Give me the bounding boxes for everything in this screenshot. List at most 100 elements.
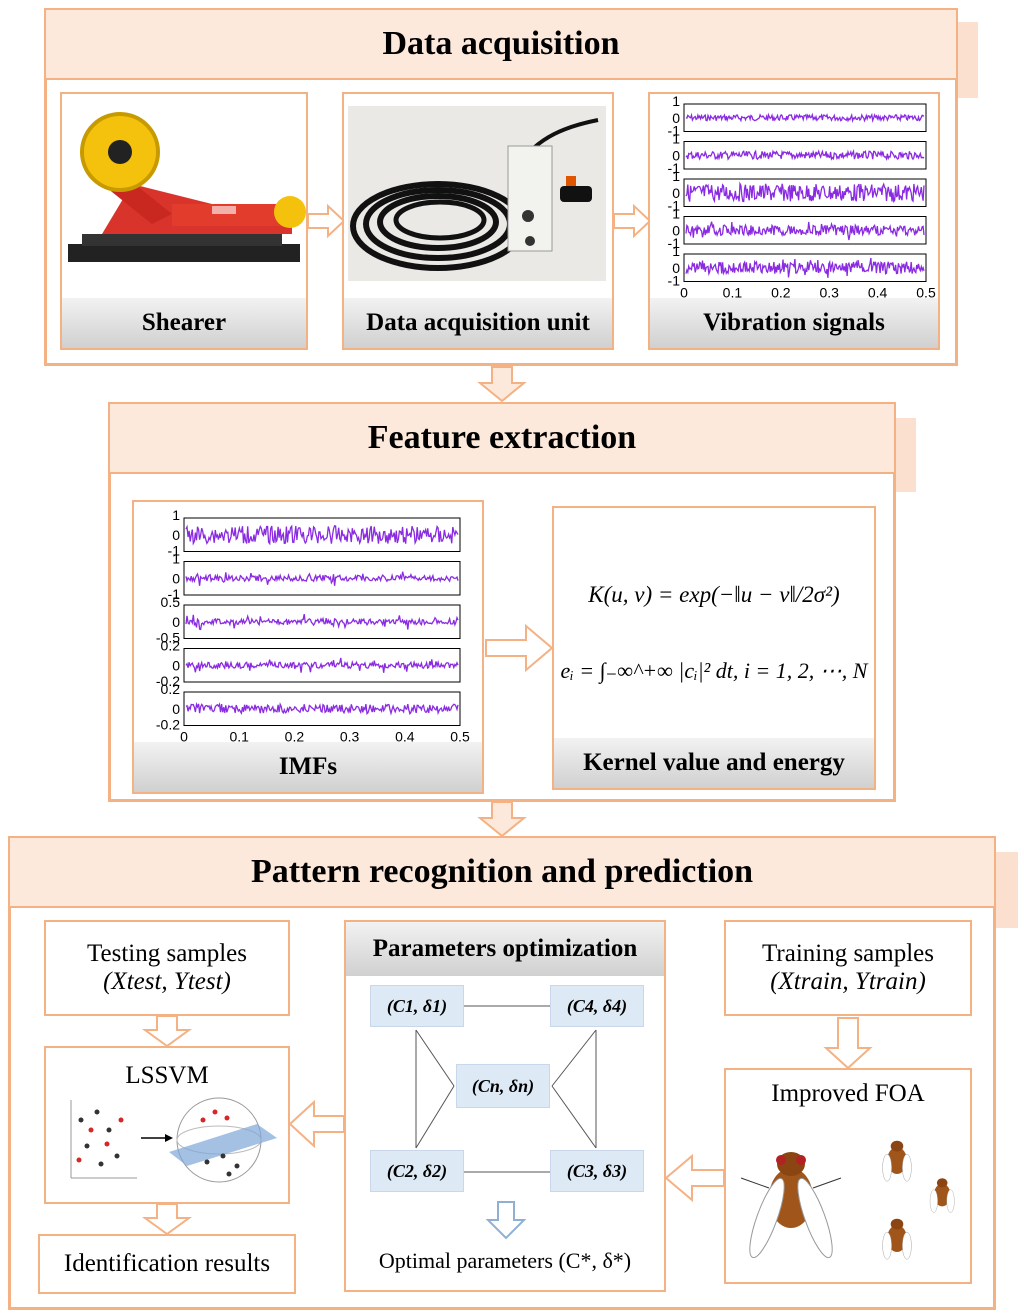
- x-tick-label: 0.2: [771, 285, 791, 301]
- vibration-caption: Vibration signals: [650, 298, 938, 348]
- x-tick-label: 0.5: [450, 729, 470, 745]
- kernel-caption: Kernel value and energy: [554, 738, 874, 788]
- fly-icon: [882, 1218, 912, 1260]
- x-tick-label: 0.1: [229, 729, 249, 745]
- signal-axes-frame: [183, 648, 461, 683]
- training-samples-vars: (Xtrain, Ytrain): [770, 968, 926, 995]
- signal-trace: [685, 221, 925, 241]
- param-node-c1: (C1, δ1): [370, 985, 464, 1027]
- y-tick-label: 0.2: [161, 638, 181, 654]
- arrow-down-icon: [141, 1015, 193, 1048]
- y-tick-label: -1: [668, 123, 681, 139]
- y-tick-label: 0: [172, 527, 180, 543]
- signal-trace: [185, 701, 459, 716]
- signal-trace: [685, 148, 925, 161]
- daq-unit-panel: Data acquisition unit: [342, 92, 614, 350]
- arrow-right-icon: [307, 203, 346, 239]
- training-samples-label: Training samples: [762, 940, 934, 967]
- signal-axes-frame: [683, 253, 927, 282]
- arrow-down-icon: [477, 366, 527, 403]
- x-tick-label: 0.1: [723, 285, 743, 301]
- signal-trace: [185, 613, 459, 631]
- param-node-c2: (C2, δ2): [370, 1150, 464, 1192]
- x-tick-label: 0: [180, 729, 188, 745]
- signal-trace: [685, 257, 925, 278]
- y-tick-label: 0: [172, 701, 180, 717]
- imfs-caption: IMFs: [134, 742, 482, 792]
- param-node-c3: (C3, δ3): [550, 1150, 644, 1192]
- daq-unit-image: [348, 106, 606, 281]
- signal-trace: [185, 524, 459, 546]
- y-tick-label: 1: [672, 93, 680, 109]
- identification-results-box: Identification results: [38, 1234, 296, 1294]
- lssvm-box: LSSVM: [44, 1046, 290, 1204]
- shearer-caption: Shearer: [62, 298, 306, 348]
- kernel-panel: K(u, v) = exp(−‖u − v‖/2σ²) eᵢ = ∫₋∞^+∞ …: [552, 506, 876, 790]
- signal-axes-frame: [183, 561, 461, 596]
- kernel-formula: K(u, v) = exp(−‖u − v‖/2σ²): [588, 582, 840, 607]
- x-tick-label: 0.4: [868, 285, 888, 301]
- signal-trace: [685, 181, 925, 204]
- y-tick-label: 0: [172, 570, 180, 586]
- signal-axes-frame: [683, 141, 927, 170]
- signal-axes-frame: [683, 103, 927, 132]
- data-acquisition-title-text: Data acquisition: [382, 25, 620, 62]
- pattern-recognition-title: Pattern recognition and prediction: [8, 836, 996, 908]
- y-tick-label: 0.2: [161, 681, 181, 697]
- x-tick-label: 0.2: [285, 729, 305, 745]
- param-node-c4: (C4, δ4): [550, 985, 644, 1027]
- y-tick-label: -0.5: [156, 630, 180, 646]
- y-tick-label: -1: [668, 160, 681, 176]
- signal-trace: [185, 571, 459, 586]
- arrow-left-icon: [288, 1099, 345, 1149]
- arrow-right-icon: [485, 623, 554, 673]
- y-tick-label: -1: [668, 273, 681, 289]
- y-tick-label: 1: [672, 168, 680, 184]
- x-tick-label: 0.3: [340, 729, 360, 745]
- identification-results-label: Identification results: [63, 1250, 271, 1277]
- testing-samples-vars: (Xtest, Ytest): [103, 968, 231, 995]
- y-tick-label: -1: [668, 198, 681, 214]
- improved-foa-label: Improved FOA: [771, 1080, 925, 1107]
- y-tick-label: 1: [172, 507, 180, 523]
- fly-icon: [740, 1152, 842, 1259]
- lssvm-label: LSSVM: [125, 1062, 209, 1089]
- signal-trace: [185, 657, 459, 673]
- shearer-image: [68, 112, 306, 262]
- y-tick-label: 0: [672, 185, 680, 201]
- feature-extraction-title-text: Feature extraction: [367, 419, 637, 456]
- x-tick-label: 0: [680, 285, 688, 301]
- fly-icon: [882, 1140, 912, 1182]
- parameters-optimization-title: Parameters optimization: [346, 922, 664, 976]
- signal-axes-frame: [683, 178, 927, 207]
- y-tick-label: 0: [672, 110, 680, 126]
- signal-axes-frame: [683, 216, 927, 245]
- parameter-graph-edges: [415, 1005, 597, 1173]
- arrow-down-icon: [485, 1201, 527, 1240]
- y-tick-label: 0.5: [161, 594, 181, 610]
- y-tick-label: -1: [168, 543, 181, 559]
- x-tick-label: 0.4: [395, 729, 415, 745]
- y-tick-label: 0: [672, 147, 680, 163]
- y-tick-label: -1: [668, 235, 681, 251]
- training-samples-box: Training samples (Xtrain, Ytrain): [724, 920, 972, 1016]
- y-tick-label: 1: [172, 551, 180, 567]
- testing-samples-box: Testing samples (Xtest, Ytest): [44, 920, 290, 1016]
- pattern-recognition-title-text: Pattern recognition and prediction: [250, 853, 754, 890]
- arrow-right-icon: [613, 203, 652, 239]
- y-tick-label: 1: [672, 243, 680, 259]
- signal-axes-frame: [183, 604, 461, 639]
- shearer-panel: Shearer: [60, 92, 308, 350]
- energy-formula: eᵢ = ∫₋∞^+∞ |cᵢ|² dt, i = 1, 2, ⋯, N: [560, 658, 868, 683]
- y-tick-label: -1: [168, 586, 181, 602]
- fruit-fly-illustration: [740, 1140, 955, 1260]
- fly-icon: [929, 1178, 955, 1213]
- signal-axes-frame: [183, 517, 461, 552]
- y-tick-label: 0: [672, 260, 680, 276]
- y-tick-label: 1: [672, 131, 680, 147]
- y-tick-label: 0: [172, 657, 180, 673]
